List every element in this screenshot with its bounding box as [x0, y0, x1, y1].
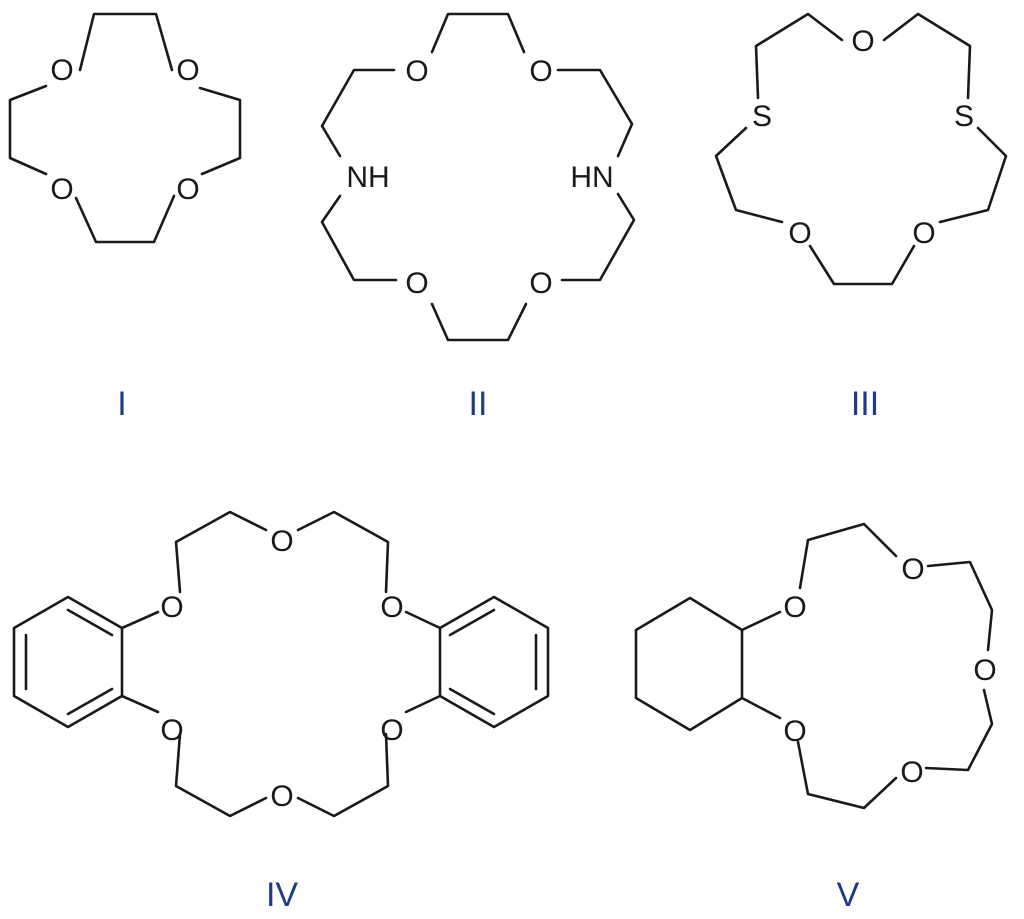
structure-IV-atom-6: O [380, 714, 403, 747]
structure-I: O O O O I [8, 12, 242, 423]
structure-IV-atom-2: O [270, 525, 293, 558]
structure-II-atom-6: O [529, 267, 552, 300]
structure-IV-right-benzene [438, 595, 550, 729]
structure-II-atom-4: HN [570, 161, 613, 194]
structure-V-atom-1: O [783, 591, 806, 624]
structure-II-caption: II [469, 385, 488, 423]
structure-III-atom-2: S [752, 100, 772, 133]
structure-I-ring-bonds [8, 12, 242, 244]
structure-III-atom-1: O [851, 25, 874, 58]
structure-III-caption: III [851, 385, 879, 423]
structure-V-ring-bonds [740, 522, 994, 810]
structure-III: O S S O O III [714, 12, 1008, 423]
structure-I-atom-4: O [176, 173, 199, 206]
structure-IV-ring-bonds [120, 510, 442, 818]
structure-IV-atom-3: O [380, 591, 403, 624]
structure-IV-atom-5: O [270, 780, 293, 813]
structure-IV: O O O O O O IV [12, 510, 550, 914]
structure-IV-left-benzene [12, 595, 124, 729]
structure-I-atom-1: O [50, 54, 73, 87]
structure-IV-caption: IV [266, 876, 298, 914]
structure-III-atom-3: S [954, 100, 974, 133]
structure-V: O O O O O V [634, 522, 997, 914]
structure-V-atom-5: O [783, 715, 806, 748]
structure-II-atom-1: O [405, 55, 428, 88]
structure-IV-atom-4: O [160, 714, 183, 747]
structure-II-atom-5: O [405, 267, 428, 300]
structure-I-atom-3: O [50, 173, 73, 206]
structure-II-atom-3: NH [346, 161, 389, 194]
structure-I-atom-2: O [176, 54, 199, 87]
structure-III-atom-4: O [788, 217, 811, 250]
structure-V-atom-3: O [973, 654, 996, 687]
structure-V-atom-2: O [901, 553, 924, 586]
structure-III-ring-bonds [714, 12, 1008, 286]
structure-I-caption: I [117, 385, 126, 423]
structure-IV-atom-1: O [160, 591, 183, 624]
structure-V-cyclohexane [634, 596, 744, 732]
structure-II-atom-2: O [529, 55, 552, 88]
structure-II: O O NH HN O O II [320, 12, 636, 423]
structure-II-ring-bonds [320, 12, 636, 342]
structure-V-caption: V [837, 876, 860, 914]
structure-V-atom-4: O [900, 756, 923, 789]
structure-III-atom-5: O [912, 217, 935, 250]
